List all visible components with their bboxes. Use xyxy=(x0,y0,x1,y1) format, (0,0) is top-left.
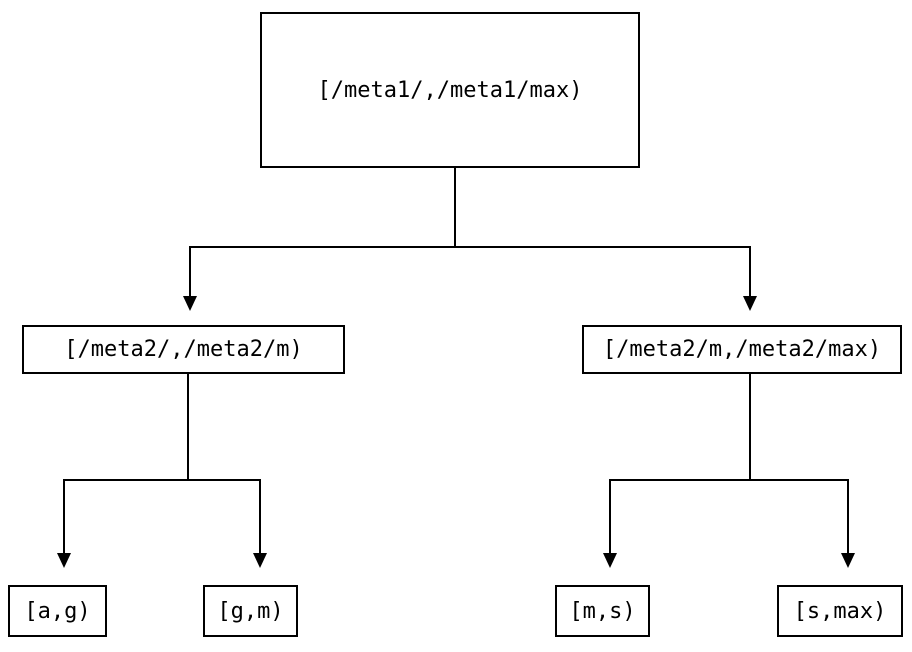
arrowhead-down-icon xyxy=(743,296,757,311)
tree-node-meta2-lower-range: [/meta2/,/meta2/m) xyxy=(22,325,345,374)
arrowhead-down-icon xyxy=(841,553,855,568)
arrowhead-down-icon xyxy=(57,553,71,568)
arrowhead-down-icon xyxy=(603,553,617,568)
tree-node-meta2-upper-range: [/meta2/m,/meta2/max) xyxy=(582,325,902,374)
tree-leaf-s-max: [s,max) xyxy=(777,585,903,637)
tree-node-meta1-range: [/meta1/,/meta1/max) xyxy=(260,12,640,168)
arrowhead-down-icon xyxy=(253,553,267,568)
tree-leaf-a-g: [a,g) xyxy=(8,585,107,637)
tree-leaf-m-s: [m,s) xyxy=(555,585,650,637)
tree-leaf-g-m: [g,m) xyxy=(203,585,298,637)
arrowhead-down-icon xyxy=(183,296,197,311)
